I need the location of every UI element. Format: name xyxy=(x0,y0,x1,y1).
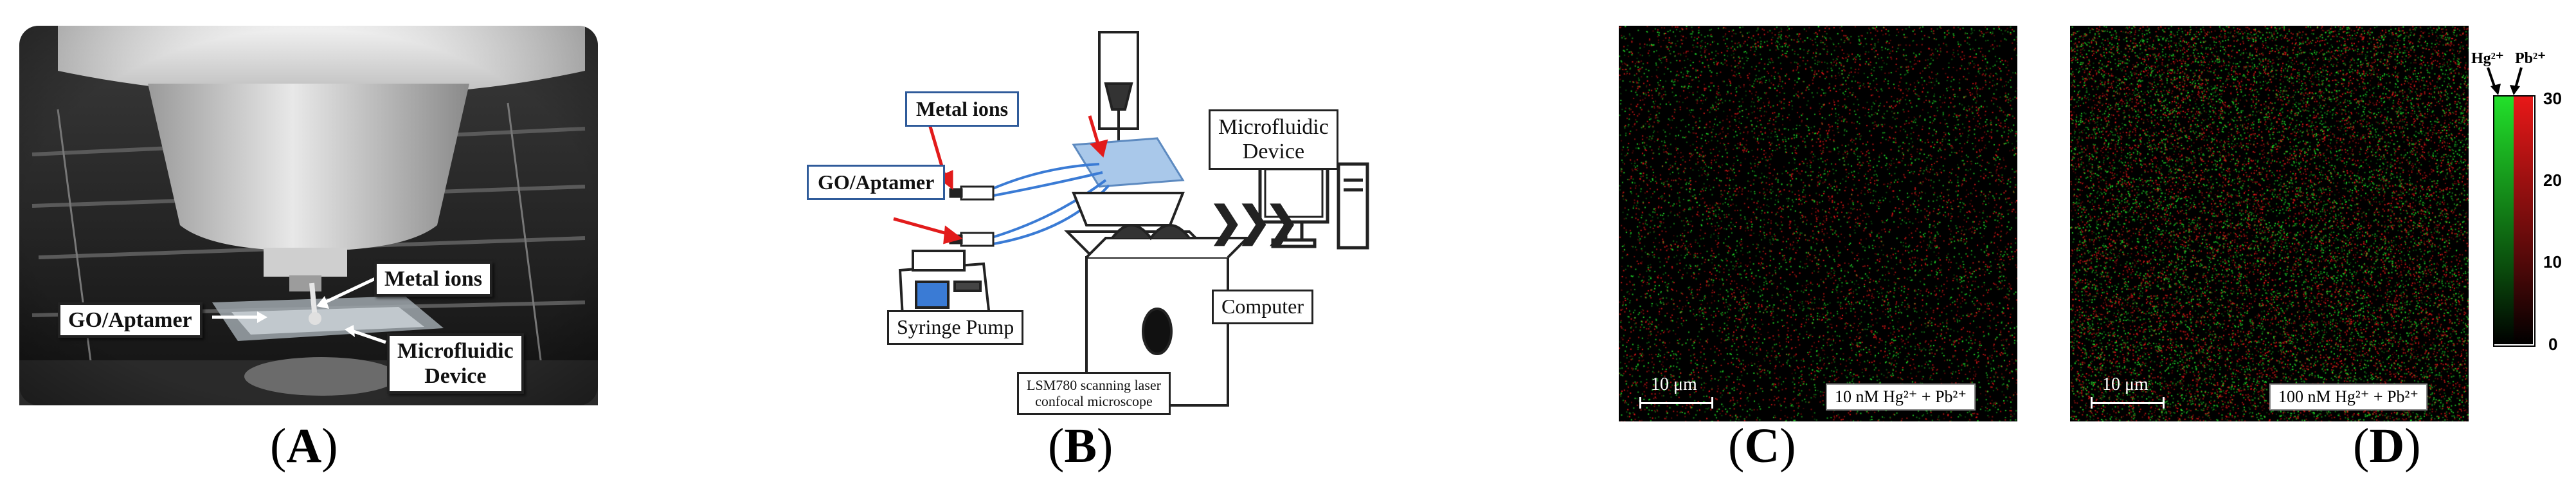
colorbar-tick-20: 20 xyxy=(2543,171,2562,190)
panel-a-label: (A) xyxy=(270,419,338,473)
colorbar-hg xyxy=(2494,97,2514,344)
panel-a-go-aptamer-tag: GO/Aptamer xyxy=(58,302,203,338)
microfluidic-chip-drawing xyxy=(1072,137,1185,188)
scale-bar-label: 10 μm xyxy=(1651,374,1697,394)
panel-b-metal-ions-tag: Metal ions xyxy=(905,91,1020,127)
scale-bar-line xyxy=(1639,402,1713,404)
colorbar-pointer-arrows xyxy=(2487,67,2523,95)
panel-b-computer-tag: Computer xyxy=(1212,290,1313,324)
colorbar-tick-0: 0 xyxy=(2548,335,2558,354)
panel-c-label: (C) xyxy=(1728,419,1796,473)
panel-d-fluorescence-image: 10 μm 100 nM Hg²⁺ + Pb²⁺ xyxy=(2070,26,2469,421)
panel-b-microfluidic-device-tag: Microfluidic Device xyxy=(1209,109,1338,171)
scale-bar-line xyxy=(2091,402,2165,404)
panel-b-go-aptamer-tag: GO/Aptamer xyxy=(807,165,946,200)
scale-bar-tick-left xyxy=(2091,397,2093,409)
panel-d-label: (D) xyxy=(2353,419,2421,473)
panel-a-microfluidic-line1: Microfluidic xyxy=(397,339,514,363)
panel-b-microscope-tag: LSM780 scanning laser confocal microscop… xyxy=(1017,372,1171,416)
scale-bar-tick-right xyxy=(1711,397,1713,409)
colorbar-hg-label: Hg²⁺ xyxy=(2471,50,2504,67)
colorbar-frame xyxy=(2493,95,2535,347)
microscope-head-drawing xyxy=(1098,31,1139,148)
concentration-label: 10 nM Hg²⁺ + Pb²⁺ xyxy=(1826,383,1976,410)
panel-b-microscope-line1: LSM780 scanning laser xyxy=(1027,377,1161,393)
panel-b-syringe-pump-tag: Syringe Pump xyxy=(887,310,1024,345)
panel-a-microfluidic-line2: Device xyxy=(424,364,487,389)
panel-a-microfluidic-device-tag: Microfluidic Device xyxy=(387,333,524,394)
panel-b-microfluidic-line2: Device xyxy=(1242,140,1305,164)
colorbar-tick-10: 10 xyxy=(2543,252,2562,272)
panel-b-transfer-arrows: ❯❯❯ xyxy=(1209,199,1299,244)
panel-b-microscope-line2: confocal microscope xyxy=(1035,392,1153,409)
scale-bar-tick-left xyxy=(1639,397,1641,409)
fluorescence-speckle-d xyxy=(2070,26,2469,421)
colorbar-pb-label: Pb²⁺ xyxy=(2515,50,2546,67)
panel-c-fluorescence-image: 10 μm 10 nM Hg²⁺ + Pb²⁺ xyxy=(1619,26,2017,421)
computer-drawing xyxy=(1258,162,1369,250)
panel-b-label: (B) xyxy=(1048,419,1113,473)
fluorescence-speckle-c xyxy=(1619,26,2017,421)
panel-b-microfluidic-line1: Microfluidic xyxy=(1218,115,1329,139)
colorbar-pb xyxy=(2514,97,2533,344)
concentration-label: 100 nM Hg²⁺ + Pb²⁺ xyxy=(2269,383,2428,410)
panel-a-metal-ions-tag: Metal ions xyxy=(374,261,493,297)
colorbar-tick-30: 30 xyxy=(2543,89,2562,108)
scale-bar-label: 10 μm xyxy=(2102,374,2148,394)
scale-bar-tick-right xyxy=(2163,397,2165,409)
